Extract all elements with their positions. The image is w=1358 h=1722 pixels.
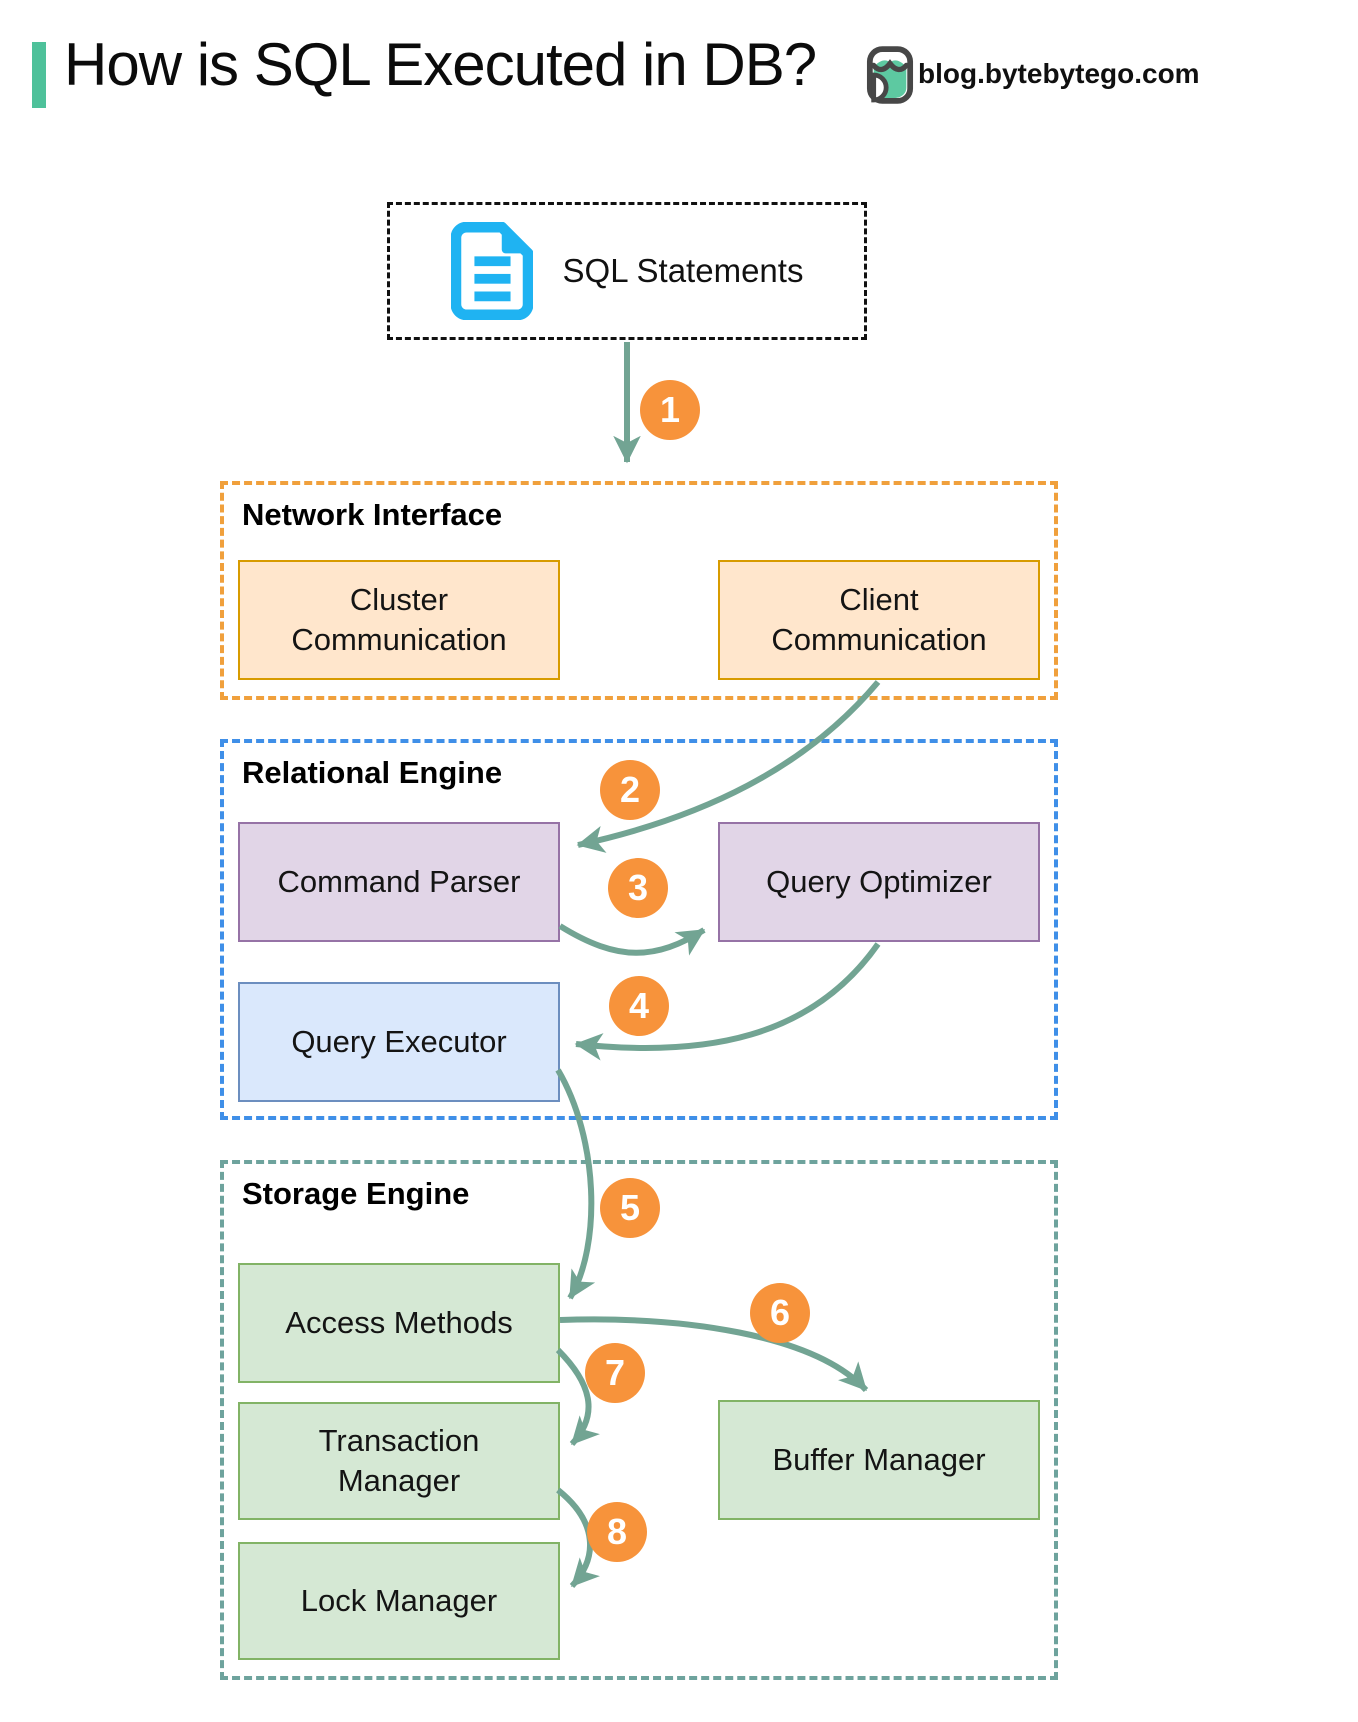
step-badge-4: 4 [609,976,669,1036]
node-query-optimizer: Query Optimizer [718,822,1040,942]
step-badge-8: 8 [587,1502,647,1562]
section-label-relational-engine: Relational Engine [242,755,503,790]
node-label: Client Communication [771,582,987,657]
section-storage-engine: Storage Engine [220,1160,1058,1680]
node-label: Transaction Manager [318,1423,480,1498]
node-cluster-communication: Cluster Communication [238,560,560,680]
node-client-communication: Client Communication [718,560,1040,680]
site-label: blog.bytebytego.com [918,58,1200,89]
step-badge-1: 1 [640,380,700,440]
node-label: Command Parser [277,864,521,900]
node-buffer-manager: Buffer Manager [718,1400,1040,1520]
section-label-storage-engine: Storage Engine [242,1176,470,1211]
step-badge-7: 7 [585,1343,645,1403]
sql-statements-box: SQL Statements [387,202,867,340]
step-badge-6: 6 [750,1283,810,1343]
step-badge-5: 5 [600,1178,660,1238]
section-label-network-interface: Network Interface [242,497,503,532]
source-box-label: SQL Statements [562,252,804,289]
bytebytego-owl-icon [866,46,914,104]
node-access-methods: Access Methods [238,1263,560,1383]
step-badge-3: 3 [608,858,668,918]
node-label: Query Executor [291,1024,507,1060]
node-label: Buffer Manager [772,1442,986,1478]
node-transaction-manager: Transaction Manager [238,1402,560,1520]
node-query-executor: Query Executor [238,982,560,1102]
node-label: Access Methods [285,1305,513,1341]
node-label: Lock Manager [300,1583,498,1619]
node-label: Cluster Communication [291,582,507,657]
node-label: Query Optimizer [766,864,992,900]
document-icon [450,222,533,320]
title-accent-bar [32,42,46,108]
page-title: How is SQL Executed in DB? [64,31,817,98]
node-lock-manager: Lock Manager [238,1542,560,1660]
node-command-parser: Command Parser [238,822,560,942]
step-badge-2: 2 [600,760,660,820]
